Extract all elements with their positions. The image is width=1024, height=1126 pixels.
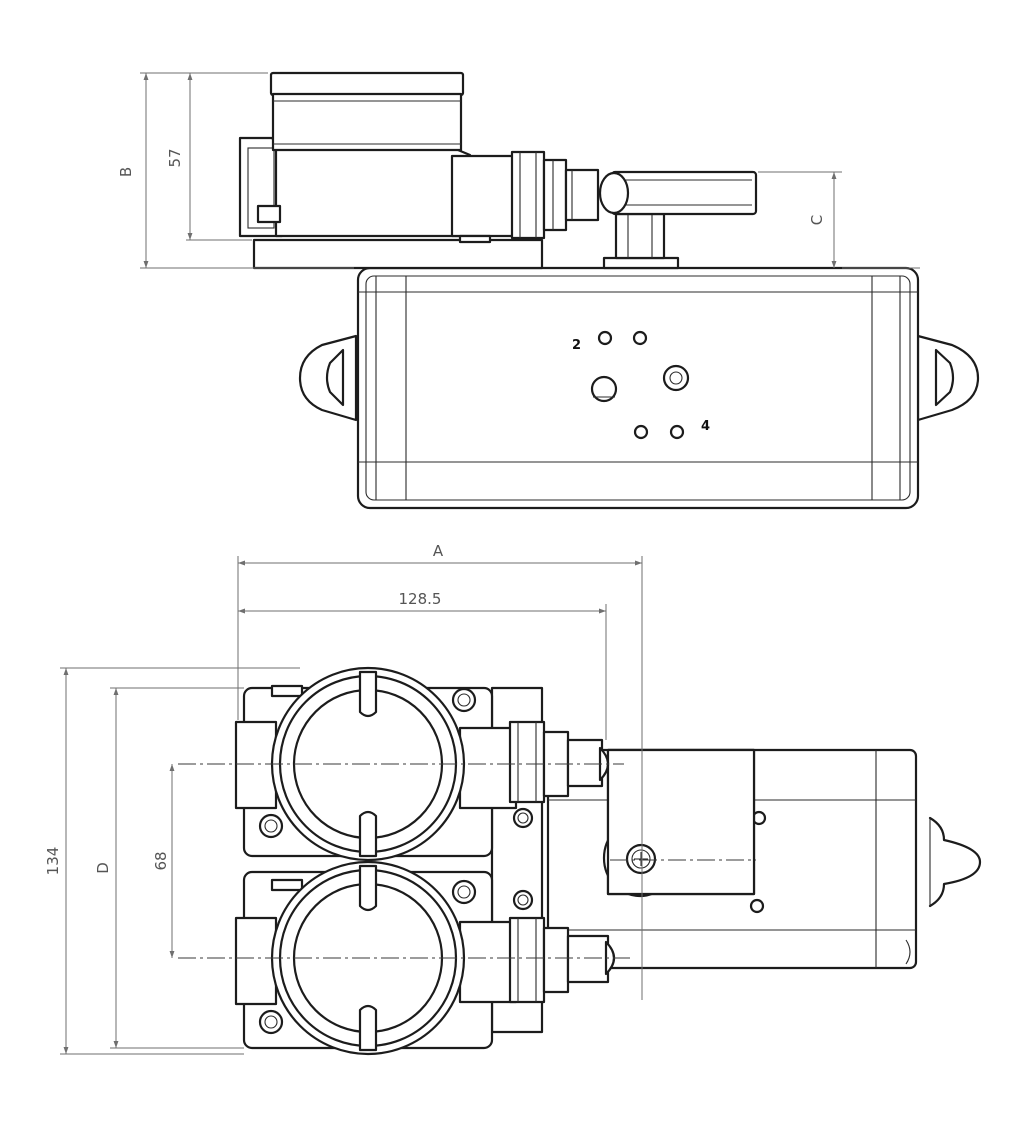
dimension-label-a: A bbox=[433, 542, 444, 560]
shaft-boss-top bbox=[602, 212, 680, 270]
dimension-label-68: 68 bbox=[152, 851, 170, 870]
switch-box-top bbox=[238, 71, 600, 270]
actuator-body-top: 2 4 bbox=[298, 266, 980, 510]
dimension-57: 57 bbox=[166, 73, 252, 241]
switch-head-upper bbox=[234, 666, 610, 862]
dimension-d: D bbox=[94, 687, 244, 1049]
dimension-134: 134 bbox=[44, 667, 300, 1055]
port-hole bbox=[597, 330, 613, 346]
port-hole-large bbox=[590, 375, 618, 403]
port-hole bbox=[632, 330, 648, 346]
dimension-a: A bbox=[237, 542, 643, 1000]
port-hole bbox=[669, 424, 685, 440]
dimension-c: C bbox=[758, 171, 920, 269]
dimension-b: B bbox=[117, 72, 354, 269]
dimension-label-57: 57 bbox=[166, 148, 184, 167]
center-lines bbox=[178, 763, 756, 959]
mount-hole bbox=[749, 898, 765, 914]
dimension-label-134: 134 bbox=[44, 847, 62, 876]
dimension-label-c: C bbox=[808, 215, 826, 225]
top-view: 2 4 bbox=[117, 71, 980, 510]
dimension-label-b: B bbox=[117, 167, 135, 177]
front-view: A 128.5 134 D 68 bbox=[44, 542, 982, 1056]
dimension-label-128-5: 128.5 bbox=[399, 590, 442, 608]
port-label-4: 4 bbox=[701, 419, 710, 434]
port-label-2: 2 bbox=[572, 338, 581, 353]
port-hole-large bbox=[662, 364, 690, 392]
indicator-arm bbox=[598, 170, 758, 216]
dimension-68: 68 bbox=[152, 764, 175, 958]
dimension-label-d: D bbox=[94, 862, 112, 874]
dimension-128-5: 128.5 bbox=[238, 590, 607, 740]
switch-head-lower bbox=[234, 860, 616, 1056]
switch-box-front bbox=[602, 748, 756, 898]
port-hole bbox=[633, 424, 649, 440]
